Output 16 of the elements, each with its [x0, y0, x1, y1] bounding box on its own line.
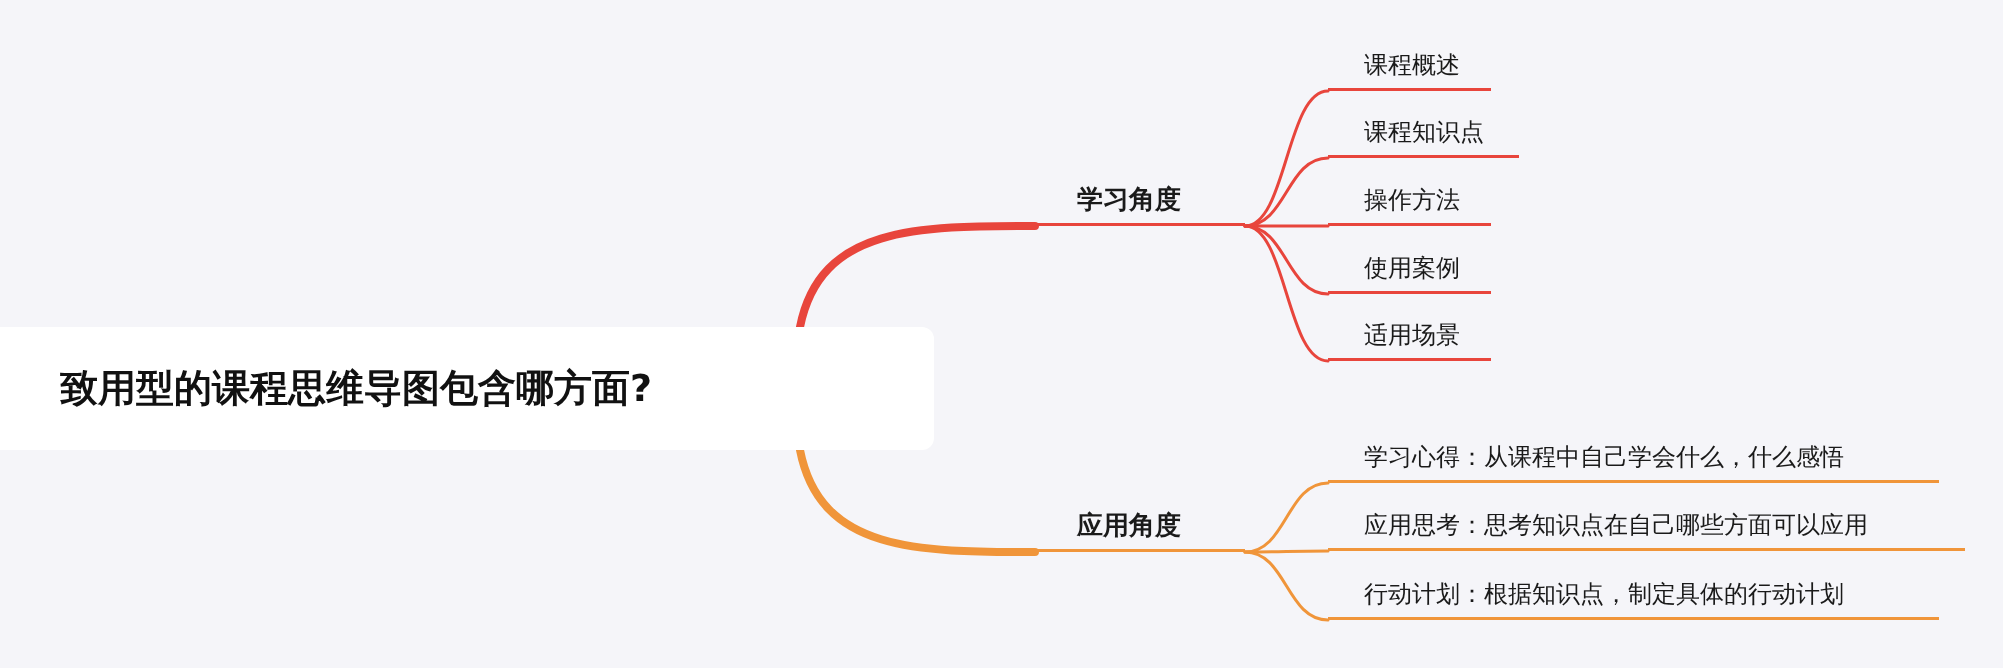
- leaf-label: 课程概述: [1364, 49, 1460, 81]
- branch-line: [1243, 549, 1330, 554]
- branch-line: [1243, 156, 1330, 228]
- leaf-label: 应用思考：思考知识点在自己哪些方面可以应用: [1364, 509, 1868, 541]
- leaf-label: 行动计划：根据知识点，制定具体的行动计划: [1364, 578, 1844, 610]
- leaf-label: 操作方法: [1364, 184, 1460, 216]
- branch-label: 学习角度: [1077, 183, 1181, 216]
- branch-line: [1243, 224, 1330, 363]
- topic-title: 致用型的课程思维导图包含哪方面?: [60, 365, 653, 412]
- branch-line: [1243, 550, 1330, 622]
- leaf-label: 适用场景: [1364, 319, 1460, 351]
- leaf-label: 学习心得：从课程中自己学会什么，什么感悟: [1364, 441, 1844, 473]
- topic-card: [0, 327, 934, 450]
- leaf-label: 使用案例: [1364, 252, 1460, 284]
- leaf-label: 课程知识点: [1364, 116, 1484, 148]
- branch-label: 应用角度: [1077, 509, 1181, 542]
